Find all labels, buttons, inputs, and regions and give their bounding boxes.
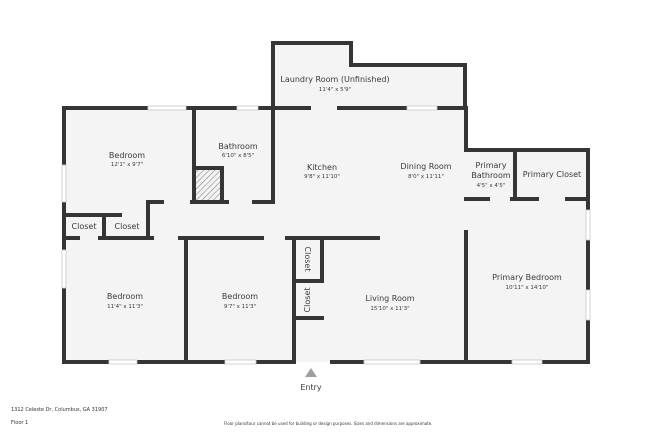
room-closet-2: Closet [115,222,140,231]
room-name-line1: Primary [476,161,507,170]
room-dimensions: 12'1" x 9'7" [111,162,143,168]
room-laundry: Laundry Room (Unfinished) 11'4" x 5'9" [280,75,389,93]
disclaimer-text: Floor plans/tour cannot be used for buil… [224,421,433,426]
room-name: Bedroom [222,292,258,301]
room-name: Bedroom [107,292,143,301]
room-name: Living Room [365,294,414,303]
room-name: Bedroom [109,151,145,160]
room-name: Closet [303,247,312,272]
room-dimensions: 8'0" x 11'11" [408,174,444,180]
floor-fills [64,43,588,362]
room-bathroom: Bathroom 6'10" x 8'5" [218,142,258,159]
walls [62,41,590,364]
windows [61,105,591,365]
room-dimensions: 4'5" x 4'5" [477,183,506,189]
room-bedroom-2: Bedroom 11'4" x 11'3" [107,292,143,310]
room-name-line2: Bathroom [471,171,511,180]
room-closet-1: Closet [72,222,97,231]
room-primary-bedroom: Primary Bedroom 10'11" x 14'10" [492,273,562,291]
room-dimensions: 9'8" x 11'10" [304,174,340,180]
room-name: Bathroom [218,142,258,151]
room-closet-4: Closet [303,288,312,313]
floor-label: Floor 1 [11,420,29,426]
room-dimensions: 11'4" x 11'3" [107,304,143,310]
room-kitchen: Kitchen 9'8" x 11'10" [304,163,340,180]
room-name: Closet [115,222,140,231]
room-dimensions: 15'10" x 11'3" [370,306,409,312]
room-name: Primary Closet [523,170,581,179]
room-name: Laundry Room (Unfinished) [280,75,389,84]
entry-label: Entry [300,383,322,392]
room-primary-bathroom: Primary Bathroom 4'5" x 4'5" [471,161,511,189]
room-dining: Dining Room 8'0" x 11'11" [400,162,451,180]
entry-arrow-icon [305,368,317,377]
room-primary-closet: Primary Closet [523,170,581,179]
room-closet-3: Closet [303,247,312,272]
room-bedroom-1: Bedroom 12'1" x 9'7" [109,151,145,168]
room-dimensions: 6'10" x 8'5" [222,153,254,159]
room-dimensions: 10'11" x 14'10" [506,285,549,291]
room-name: Closet [303,288,312,313]
address-label: 1312 Celeste Dr, Columbus, GA 31907 [11,407,108,413]
room-bedroom-3: Bedroom 9'7" x 11'3" [222,292,258,310]
room-name: Primary Bedroom [492,273,562,282]
room-name: Dining Room [400,162,451,171]
room-dimensions: 9'7" x 11'3" [224,304,256,310]
room-living: Living Room 15'10" x 11'3" [365,294,414,312]
room-name: Kitchen [307,163,337,172]
room-name: Closet [72,222,97,231]
room-dimensions: 11'4" x 5'9" [319,87,351,93]
